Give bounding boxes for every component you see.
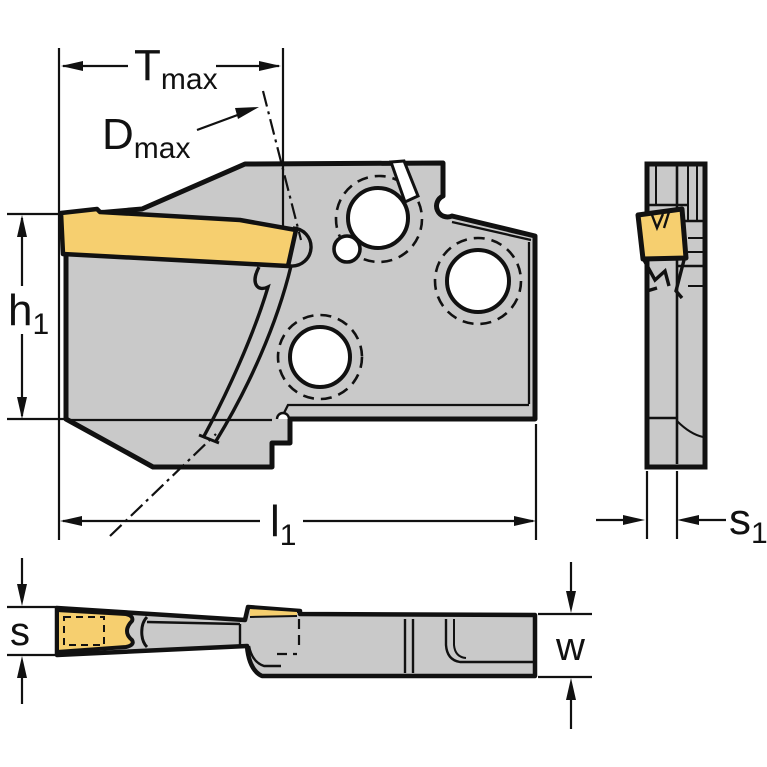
front-view: [58, 90, 538, 537]
label-h1: h1: [8, 286, 49, 341]
label-dmax: Dmax: [102, 110, 190, 165]
dimension-w: [538, 562, 592, 729]
side-insert: [635, 206, 689, 262]
mounting-hole-right: [445, 248, 511, 314]
side-clamp-lines: [642, 259, 686, 300]
label-l1: l1: [270, 497, 296, 552]
front-clamp-slit: [388, 159, 420, 205]
bottom-insert: [55, 608, 135, 654]
bottom-far-insert-sliver: [250, 609, 297, 617]
bottom-hidden-lines: [277, 619, 301, 656]
front-relief-notch: [275, 411, 291, 420]
slot-axis-line: [109, 433, 217, 537]
label-s1: s1: [729, 495, 767, 550]
pin-hole: [332, 234, 362, 264]
front-centerlines: [109, 90, 303, 537]
front-body-chamfer-lines: [282, 220, 532, 414]
label-w: w: [555, 625, 585, 669]
front-dashed-circles: [276, 174, 523, 401]
mounting-hole-bottom: [288, 325, 352, 389]
dimension-s1: [596, 471, 726, 539]
arrowheads-s: [17, 584, 27, 678]
side-insert-serrations: [650, 211, 671, 232]
label-tmax: Tmax: [134, 41, 218, 96]
label-s: s: [10, 610, 30, 654]
arrowheads-s1: [623, 515, 699, 525]
bottom-body: [54, 604, 538, 679]
front-holes: [288, 186, 511, 389]
dmax-reference-line: [261, 90, 303, 241]
arrowheads-front: [17, 61, 536, 526]
bottom-view: [54, 604, 538, 679]
bottom-insert-hidden-rect: [63, 616, 105, 646]
front-body: [59, 160, 538, 470]
arrowheads-w: [566, 591, 576, 700]
side-view: [635, 161, 708, 470]
bottom-body-lines: [140, 615, 534, 673]
bottom-sliver-line: [249, 615, 298, 618]
dimension-s: [7, 558, 57, 704]
front-insert: [58, 206, 299, 269]
dimension-labels: Tmax Dmax h1 l1 s1 s w: [8, 41, 767, 669]
front-flex-slot: [198, 226, 313, 445]
mounting-hole-top: [346, 186, 410, 250]
